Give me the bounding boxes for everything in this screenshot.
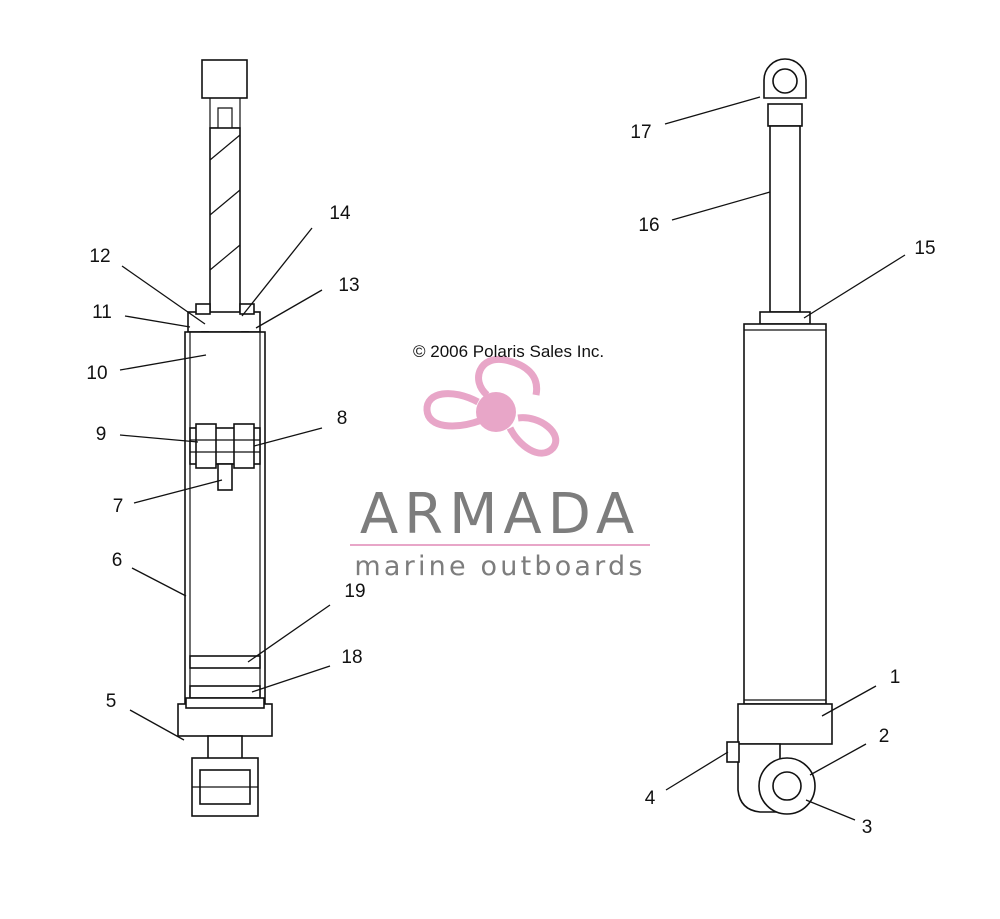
leader-lines bbox=[119, 96, 906, 821]
exterior-collar bbox=[759, 311, 811, 325]
body-tube bbox=[184, 331, 266, 705]
callout-1: 1 bbox=[890, 667, 901, 688]
callout-16: 16 bbox=[638, 215, 659, 236]
exterior-body bbox=[743, 323, 827, 705]
cross-section-view bbox=[177, 59, 273, 817]
seal-head bbox=[187, 311, 261, 333]
callout-15: 15 bbox=[914, 238, 935, 259]
top-mount bbox=[201, 59, 248, 99]
propeller-logo-icon bbox=[423, 355, 560, 457]
exterior-view bbox=[726, 58, 833, 815]
floating-piston bbox=[189, 655, 261, 669]
callout-12: 12 bbox=[89, 246, 110, 267]
propeller-hub bbox=[476, 392, 516, 432]
callout-9: 9 bbox=[96, 424, 107, 445]
callout-8: 8 bbox=[337, 408, 348, 429]
brand-name: ARMADA bbox=[360, 482, 640, 547]
callout-5: 5 bbox=[106, 691, 117, 712]
callout-10: 10 bbox=[86, 363, 107, 384]
callout-18: 18 bbox=[341, 647, 362, 668]
callout-6: 6 bbox=[112, 550, 123, 571]
copyright-notice: © 2006 Polaris Sales Inc. bbox=[413, 342, 604, 361]
callout-14: 14 bbox=[329, 203, 351, 224]
callout-3: 3 bbox=[862, 817, 873, 838]
callout-2: 2 bbox=[879, 726, 890, 747]
callout-7: 7 bbox=[113, 496, 124, 517]
callout-19: 19 bbox=[344, 581, 365, 602]
callout-17: 17 bbox=[630, 122, 651, 143]
lower-housing bbox=[737, 703, 833, 745]
callout-4: 4 bbox=[645, 788, 656, 809]
exterior-shaft bbox=[769, 125, 801, 313]
callout-labels: 17 16 15 1 2 3 4 5 6 7 8 9 10 11 12 13 1… bbox=[86, 122, 935, 838]
bolt bbox=[726, 741, 740, 763]
armada-logo-watermark: ARMADA marine outboards bbox=[350, 355, 650, 582]
brand-tagline: marine outboards bbox=[354, 551, 645, 582]
callout-11: 11 bbox=[92, 302, 112, 323]
callout-13: 13 bbox=[338, 275, 359, 296]
